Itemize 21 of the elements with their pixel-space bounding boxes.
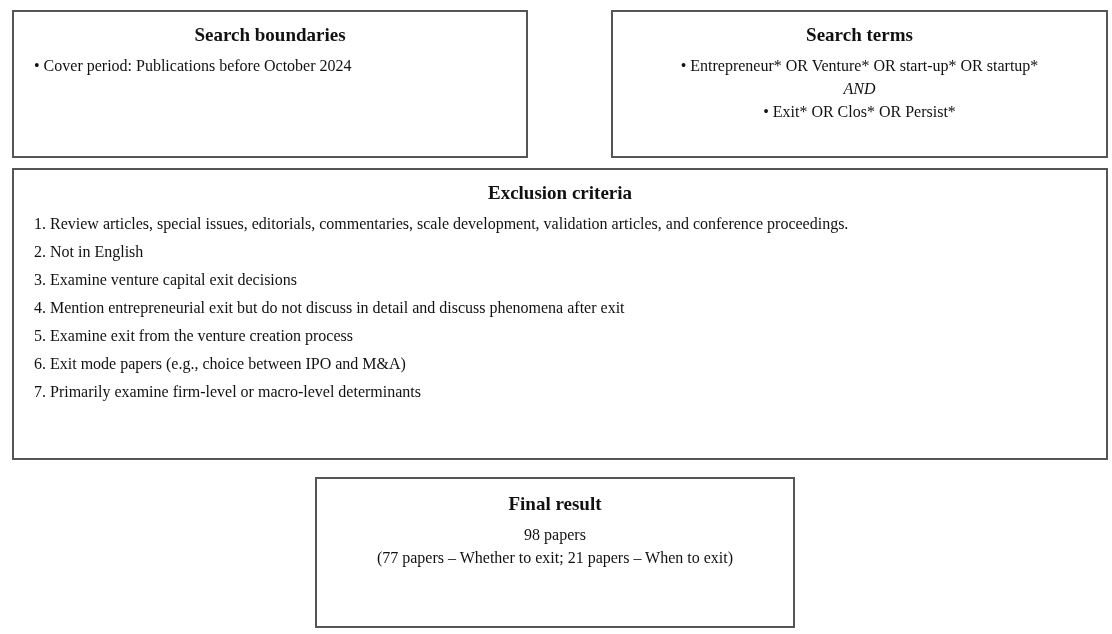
list-item: AND [841, 79, 877, 99]
list-item: • Cover period: Publications before October 2024 [34, 56, 353, 76]
box-heading: Exclusion criteria [486, 182, 634, 204]
list-item: 7. Primarily examine firm-level or macro-level determinants [34, 382, 422, 402]
list-item: 3. Examine venture capital exit decisions [34, 270, 299, 290]
list-item: • Entrepreneur* OR Venture* OR start-up* OR startup* [679, 56, 1040, 76]
list-item: (77 papers – Whether to exit; 21 papers – When to exit) [375, 548, 735, 568]
list-item: 5. Examine exit from the venture creation process [34, 326, 354, 346]
text-box [12, 10, 528, 158]
text-box [315, 477, 795, 628]
list-item: 1. Review articles, special issues, editorials, commentaries, scale development, validation articles, and conference proceedings. [34, 214, 850, 234]
text-box [12, 168, 1108, 460]
list-item: 4. Mention entrepreneurial exit but do not discuss in detail and discuss phenomena after exit [34, 298, 626, 318]
text-box [611, 10, 1108, 158]
list-item: • Exit* OR Clos* OR Persist* [762, 102, 957, 122]
list-item: 98 papers [523, 525, 587, 545]
list-item: 6. Exit mode papers (e.g., choice between IPO and M&A) [34, 354, 407, 374]
box-heading: Search terms [805, 24, 914, 46]
box-heading: Search boundaries [193, 24, 347, 46]
list-item: 2. Not in English [34, 242, 145, 262]
box-heading: Final result [507, 493, 603, 515]
